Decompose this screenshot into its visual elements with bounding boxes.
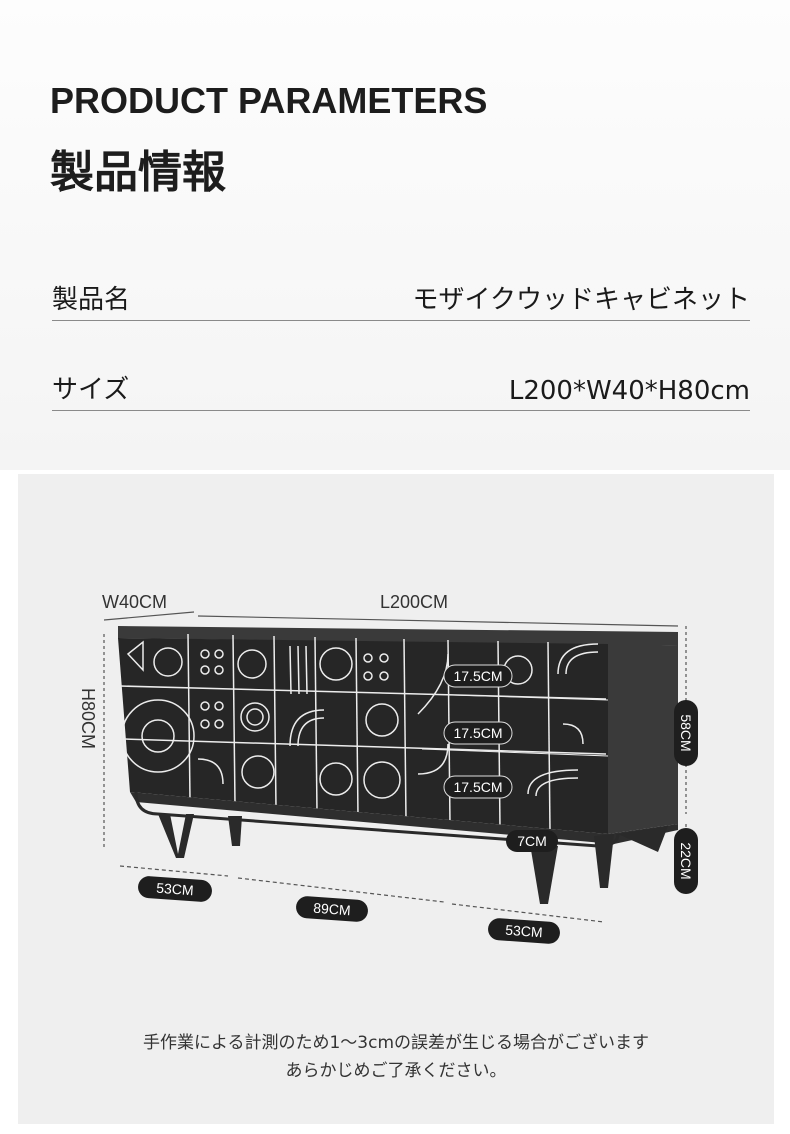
cabinet-leg	[618, 826, 668, 852]
svg-text:53CM: 53CM	[156, 880, 194, 899]
svg-text:17.5CM: 17.5CM	[453, 725, 502, 741]
cabinet-leg	[158, 814, 194, 858]
drawer-height-badge: 17.5CM	[443, 775, 513, 799]
height-label: H80CM	[78, 688, 98, 749]
page-title-japanese: 製品情報	[50, 147, 226, 198]
drawer-line	[421, 693, 609, 701]
svg-text:22CM: 22CM	[678, 842, 694, 879]
measurement-note-continued: あらかじめご了承ください。	[285, 1061, 507, 1081]
measurement-note: 手作業による計測のため1～3cmの誤差が生じる場合がございます	[142, 1033, 650, 1053]
svg-text:89CM: 89CM	[313, 900, 351, 919]
cabinet-side	[608, 644, 678, 834]
spec-value: L200*W40*H80cm	[508, 376, 750, 406]
page-title-english: PRODUCT PARAMETERS	[50, 80, 488, 121]
cabinet-leg	[594, 834, 614, 888]
header-background	[0, 0, 790, 470]
cabinet-dimension-diagram: W40CM L200CM H80CM 17.5CM 17.5CM 17.5CM …	[78, 592, 698, 944]
svg-text:7CM: 7CM	[517, 833, 547, 849]
drawer-line	[421, 748, 609, 757]
width-label: W40CM	[102, 592, 167, 612]
drawer-height-badge: 17.5CM	[443, 721, 513, 745]
cabinet-leg	[228, 816, 242, 846]
drawer-height-badge: 17.5CM	[443, 664, 513, 688]
leg-spacing-badge: 53CM	[138, 876, 212, 902]
svg-text:17.5CM: 17.5CM	[453, 779, 502, 795]
dimension-diagram-panel: W40CM L200CM H80CM 17.5CM 17.5CM 17.5CM …	[18, 474, 774, 1124]
leg-height-badge: 22CM	[674, 828, 698, 894]
cabinet-leg	[530, 844, 558, 904]
svg-text:58CM: 58CM	[678, 714, 694, 751]
leg-spacing-badge: 89CM	[296, 896, 368, 922]
svg-text:53CM: 53CM	[505, 922, 543, 941]
leg-inset-badge: 7CM	[506, 830, 558, 852]
leg-spacing-badge: 53CM	[488, 918, 560, 944]
spec-row-product-name: 製品名 モザイクウッドキャビネット	[52, 280, 750, 321]
spec-value: モザイクウッドキャビネット	[412, 285, 750, 315]
spec-label: サイズ	[52, 375, 130, 405]
spec-label: 製品名	[52, 285, 131, 315]
body-height-badge: 58CM	[674, 700, 698, 766]
spec-row-size: サイズ L200*W40*H80cm	[52, 370, 750, 411]
length-label: L200CM	[380, 592, 448, 612]
cabinet-top-edge	[118, 626, 678, 646]
svg-text:17.5CM: 17.5CM	[453, 668, 502, 684]
